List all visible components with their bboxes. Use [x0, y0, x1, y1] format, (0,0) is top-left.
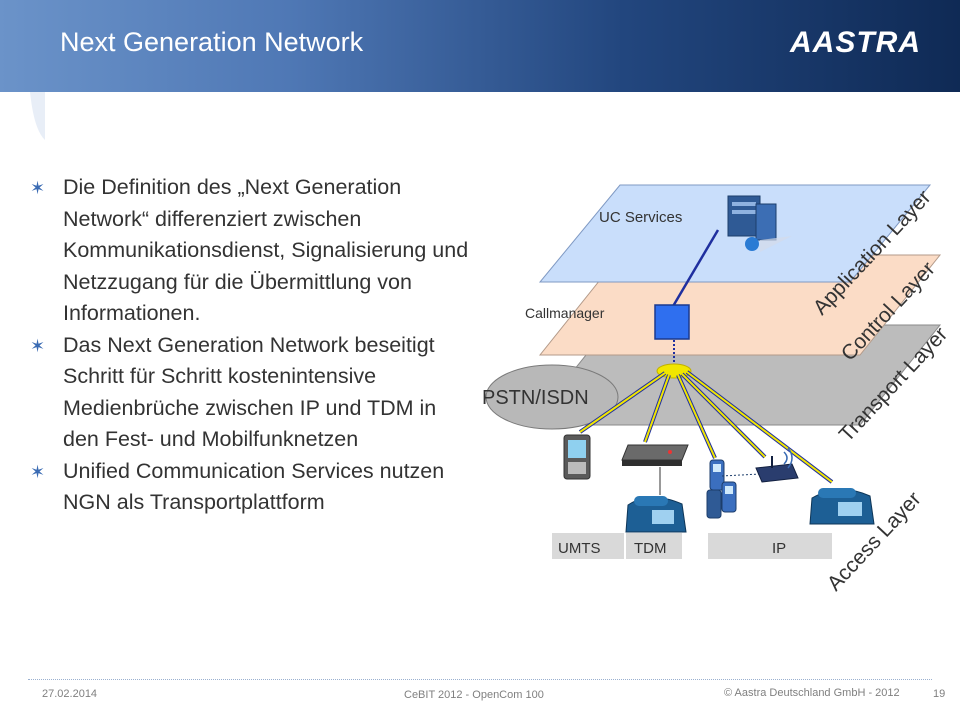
slide-title: Next Generation Network	[60, 27, 364, 57]
desk-phone-icon	[625, 496, 687, 533]
footer-divider	[28, 679, 932, 680]
uc-callmanager-link	[670, 229, 720, 309]
star-bullet-icon: ✶	[30, 461, 46, 482]
bullet-text: Die Definition des „Next Generation Netw…	[63, 175, 469, 325]
header-curve	[30, 92, 45, 140]
bullet-item: ✶ Das Next Generation Network beseitigt …	[30, 330, 470, 456]
link-to-pda-core	[579, 372, 666, 433]
link-to-gateway-core	[644, 374, 670, 443]
aastra-logo: AASTRA	[790, 26, 921, 59]
footer-date: 27.02.2014	[42, 688, 98, 700]
bullet-list: ✶ Die Definition des „Next Generation Ne…	[30, 172, 470, 519]
header-background	[0, 0, 960, 92]
footer-copyright: © Aastra Deutschland GmbH - 2012	[724, 687, 900, 699]
pstn-label: PSTN/ISDN	[482, 387, 589, 409]
bullet-text: Das Next Generation Network beseitigt Sc…	[63, 332, 437, 452]
star-bullet-icon: ✶	[30, 178, 46, 198]
link-to-ip-phone-core	[686, 371, 833, 483]
callmanager-label: Callmanager	[525, 305, 605, 321]
ip-bar	[708, 533, 832, 559]
tdm-bar	[626, 533, 682, 559]
footer-page-number: 19	[933, 688, 946, 700]
link-to-mobiles-core	[677, 374, 716, 459]
ip-label: IP	[772, 540, 786, 557]
bullet-item: ✶ Unified Communication Services nutzen …	[30, 456, 470, 519]
slide-header: Next Generation Network AASTRA	[0, 0, 960, 140]
callmanager-box	[654, 304, 690, 340]
ngn-layer-diagram: PSTN/ISDN UC Services Callmanager	[482, 184, 952, 595]
link-to-router-core	[681, 373, 766, 458]
umts-bar	[552, 533, 624, 559]
desk-phone-icon	[809, 488, 875, 525]
uc-services-label: UC Services	[599, 209, 682, 226]
star-bullet-icon: ✶	[30, 335, 46, 356]
footer-event: CeBIT 2012 - OpenCom 100	[404, 689, 544, 701]
mobile-phones-icon	[706, 459, 761, 519]
gateway-icon	[621, 444, 689, 466]
pstn-cloud	[485, 364, 619, 430]
bullet-text: Unified Communication Services nutzen NG…	[63, 458, 445, 515]
bullet-item: ✶ Die Definition des „Next Generation Ne…	[30, 172, 470, 330]
wlan-router-icon	[755, 447, 799, 483]
pda-icon	[563, 434, 591, 480]
tdm-label: TDM	[634, 540, 667, 557]
umts-label: UMTS	[558, 540, 601, 557]
server-icon	[727, 195, 792, 252]
